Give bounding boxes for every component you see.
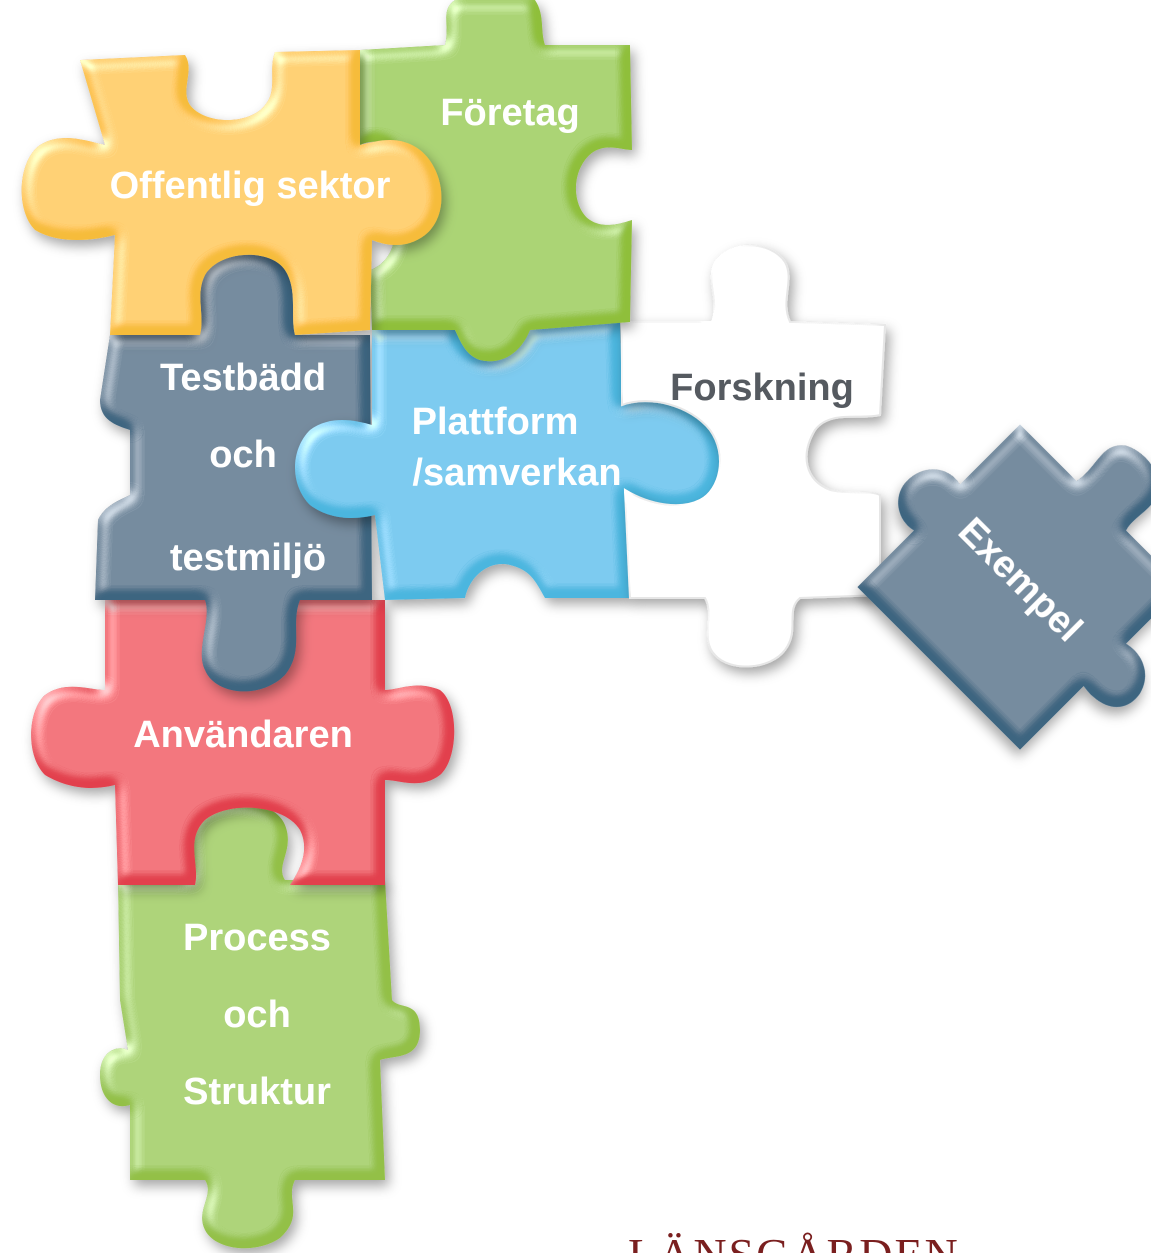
- piece-forskning-shape: [621, 244, 887, 668]
- piece-foretag: [360, 0, 632, 362]
- label-foretag: Företag: [440, 92, 579, 134]
- piece-plattform: [295, 322, 721, 600]
- piece-process: [100, 802, 420, 1249]
- piece-offentlig: [21, 50, 442, 335]
- label-plattform-line1: Plattform: [412, 401, 579, 443]
- piece-forskning: [621, 244, 887, 668]
- piece-offentlig-shape: [21, 50, 442, 335]
- piece-exempel: Exempel: [857, 424, 1151, 750]
- piece-exempel-shape: [857, 424, 1151, 750]
- label-process-line3: Struktur: [183, 1071, 331, 1113]
- label-offentlig-sektor: Offentlig sektor: [110, 165, 391, 207]
- label-process-line2: och: [223, 994, 291, 1036]
- label-anvandaren: Användaren: [133, 714, 353, 756]
- piece-anvandaren-shape: [31, 600, 455, 885]
- piece-process-shape: [100, 802, 420, 1249]
- piece-plattform-shape: [295, 322, 721, 600]
- logo-lansgarden: LÄNSGÅRDEN: [628, 1229, 960, 1253]
- label-testbadd-line2: och: [209, 434, 277, 476]
- piece-foretag-shape: [360, 0, 632, 362]
- label-testbadd-line3: testmiljö: [170, 537, 326, 579]
- label-forskning: Forskning: [670, 367, 854, 409]
- piece-anvandaren: [31, 600, 455, 885]
- label-testbadd-line1: Testbädd: [160, 357, 326, 399]
- label-process-line1: Process: [183, 917, 331, 959]
- label-plattform-line2: /samverkan: [412, 452, 621, 494]
- piece-testbadd-shape: [95, 254, 372, 692]
- piece-testbadd: [95, 254, 372, 692]
